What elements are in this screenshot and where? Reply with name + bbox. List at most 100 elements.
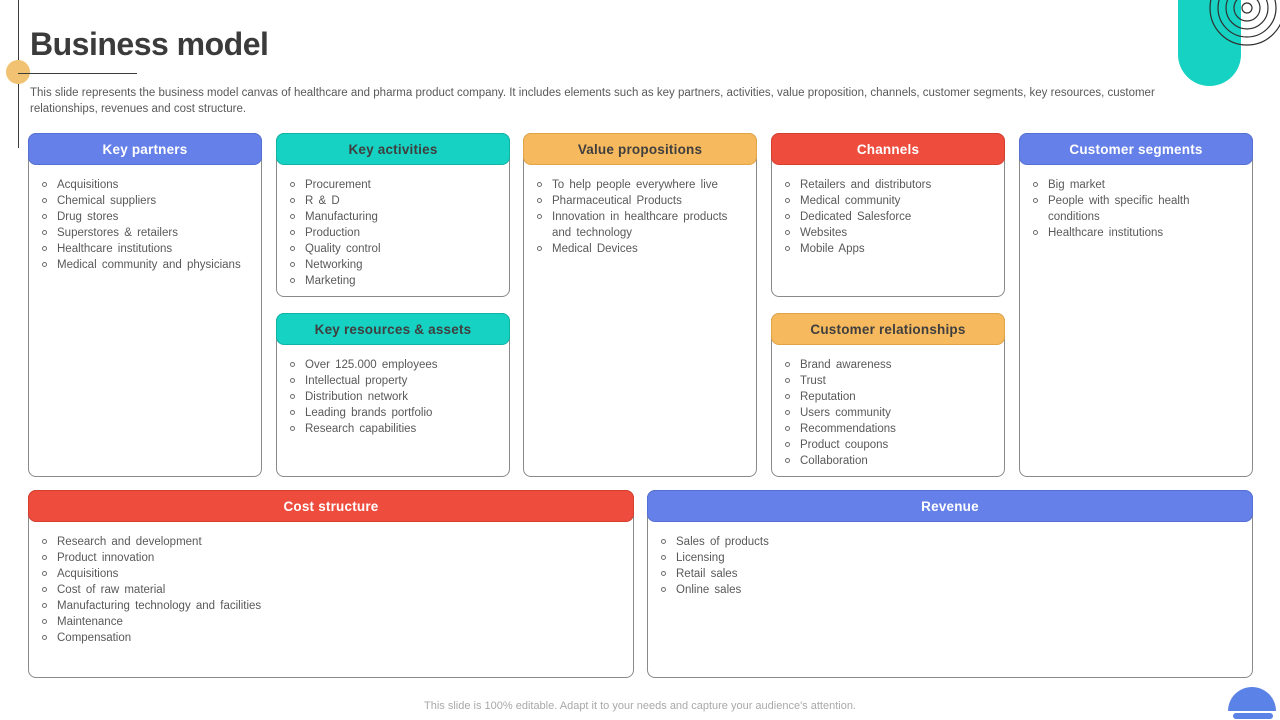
bullet-text: Retail sales xyxy=(676,568,738,580)
bullet-text: Healthcare institutions xyxy=(1048,227,1164,239)
bullet-item: Networking xyxy=(289,257,501,273)
box-customer-relationships-header: Customer relationships xyxy=(771,313,1005,345)
bullet-text: Brand awareness xyxy=(800,359,892,371)
bullet-circle-icon xyxy=(42,198,47,203)
bullet-circle-icon xyxy=(785,442,790,447)
bullet-text: Acquisitions xyxy=(57,179,119,191)
bullet-item: Medical community xyxy=(784,193,996,209)
bullet-item: Intellectual property xyxy=(289,373,501,389)
bullet-circle-icon xyxy=(537,182,542,187)
bullet-text: Marketing xyxy=(305,275,356,287)
bullet-item: Quality control xyxy=(289,241,501,257)
box-key-activities-header: Key activities xyxy=(276,133,510,165)
bullet-item: R & D xyxy=(289,193,501,209)
bullet-circle-icon xyxy=(661,571,666,576)
bullet-text: Procurement xyxy=(305,179,371,191)
bullet-text: Medical Devices xyxy=(552,243,638,255)
bullet-circle-icon xyxy=(290,198,295,203)
bullet-item: To help people everywhere live xyxy=(536,177,748,193)
bullet-text: Medical community and physicians xyxy=(57,259,241,271)
bullet-circle-icon xyxy=(661,587,666,592)
bullet-text: Drug stores xyxy=(57,211,119,223)
bullet-item: Licensing xyxy=(660,550,1244,566)
bullet-item: Trust xyxy=(784,373,996,389)
bullet-circle-icon xyxy=(785,198,790,203)
bullet-circle-icon xyxy=(290,230,295,235)
bullet-text: Mobile Apps xyxy=(800,243,865,255)
bullet-circle-icon xyxy=(785,394,790,399)
bullet-circle-icon xyxy=(42,571,47,576)
bullet-circle-icon xyxy=(42,603,47,608)
bullet-circle-icon xyxy=(290,362,295,367)
bullet-circle-icon xyxy=(537,198,542,203)
bullet-item: Mobile Apps xyxy=(784,241,996,257)
bullet-text: Product coupons xyxy=(800,439,889,451)
bullet-circle-icon xyxy=(42,214,47,219)
bullet-text: Users community xyxy=(800,407,891,419)
bullet-item: Manufacturing xyxy=(289,209,501,225)
bullet-item: Distribution network xyxy=(289,389,501,405)
box-key-resources: Key resources & assets Over 125.000 empl… xyxy=(276,313,510,477)
accent-dot-circle xyxy=(6,60,30,84)
bullet-circle-icon xyxy=(290,426,295,431)
bullet-circle-icon xyxy=(785,426,790,431)
bullet-item: Sales of products xyxy=(660,534,1244,550)
bullet-text: Compensation xyxy=(57,632,132,644)
bullet-item: Research and development xyxy=(41,534,625,550)
bullet-text: Production xyxy=(305,227,360,239)
bullet-item: Online sales xyxy=(660,582,1244,598)
teal-pill-shape xyxy=(1178,0,1241,86)
bullet-circle-icon xyxy=(785,246,790,251)
bullet-text: Intellectual property xyxy=(305,375,408,387)
bullet-item: Acquisitions xyxy=(41,566,625,582)
bullet-text: Research capabilities xyxy=(305,423,417,435)
bullet-item: Research capabilities xyxy=(289,421,501,437)
bullet-item: Drug stores xyxy=(41,209,253,225)
bullet-circle-icon xyxy=(785,182,790,187)
bullet-circle-icon xyxy=(537,246,542,251)
bullet-item: Users community xyxy=(784,405,996,421)
box-channels-header: Channels xyxy=(771,133,1005,165)
bullet-circle-icon xyxy=(1033,230,1038,235)
box-cost-structure-header: Cost structure xyxy=(28,490,634,522)
bullet-item: Product innovation xyxy=(41,550,625,566)
bullet-item: Acquisitions xyxy=(41,177,253,193)
bullet-text: Acquisitions xyxy=(57,568,119,580)
bullet-text: Leading brands portfolio xyxy=(305,407,433,419)
bullet-item: Websites xyxy=(784,225,996,241)
bullet-text: Maintenance xyxy=(57,616,123,628)
bullet-item: Collaboration xyxy=(784,453,996,469)
bullet-text: Sales of products xyxy=(676,536,769,548)
bullet-text: People with specific health conditions xyxy=(1048,195,1190,223)
bullet-circle-icon xyxy=(290,394,295,399)
bullet-text: Cost of raw material xyxy=(57,584,166,596)
bullet-circle-icon xyxy=(42,619,47,624)
box-customer-segments-header: Customer segments xyxy=(1019,133,1253,165)
bullet-text: Big market xyxy=(1048,179,1105,191)
bullet-text: Recommendations xyxy=(800,423,896,435)
bullet-circle-icon xyxy=(1033,198,1038,203)
bullet-circle-icon xyxy=(42,182,47,187)
bullet-item: Chemical suppliers xyxy=(41,193,253,209)
bullet-item: Innovation in healthcare products and te… xyxy=(536,209,748,241)
bullet-circle-icon xyxy=(785,214,790,219)
bullet-text: Medical community xyxy=(800,195,901,207)
slide-description: This slide represents the business model… xyxy=(30,87,1155,116)
page-title: Business model xyxy=(30,26,269,62)
bullet-item: Medical Devices xyxy=(536,241,748,257)
bullet-item: Product coupons xyxy=(784,437,996,453)
bullet-item: Big market xyxy=(1032,177,1244,193)
box-value-propositions: Value propositions To help people everyw… xyxy=(523,133,757,477)
bullet-circle-icon xyxy=(785,458,790,463)
bullet-item: Retail sales xyxy=(660,566,1244,582)
bullet-circle-icon xyxy=(785,230,790,235)
bullet-circle-icon xyxy=(537,214,542,219)
